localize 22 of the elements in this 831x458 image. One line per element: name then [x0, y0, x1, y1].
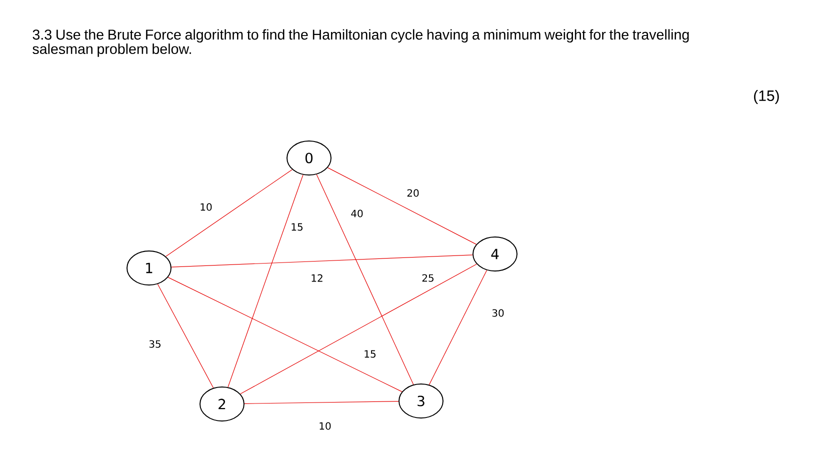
edge-label: 30 — [490, 308, 506, 318]
edge-label: 10 — [198, 202, 214, 212]
edge-line — [240, 264, 477, 394]
edge-line — [168, 277, 402, 392]
marks-label: (15) — [754, 90, 779, 104]
edge-line — [244, 401, 399, 404]
edge-label: 35 — [148, 339, 162, 349]
edge-line — [166, 169, 292, 257]
edge-label: 10 — [318, 421, 332, 431]
edge-label: 25 — [420, 273, 436, 283]
edge-line — [157, 284, 214, 388]
edge-label: 15 — [362, 349, 378, 359]
edge-label: 40 — [350, 208, 364, 218]
edge-line — [316, 174, 414, 385]
edge-line — [428, 270, 488, 385]
question-text: 3.3 Use the Brute Force algorithm to find the Hamiltonian cycle having a minimum weight for the travelling salesman problem below. — [32, 29, 689, 57]
edge-line — [228, 174, 304, 388]
edge-label: 15 — [290, 222, 304, 232]
edge-line — [327, 167, 477, 245]
edge-label: 12 — [310, 273, 324, 283]
edge-line — [171, 254, 473, 268]
edge-label: 20 — [406, 188, 420, 198]
